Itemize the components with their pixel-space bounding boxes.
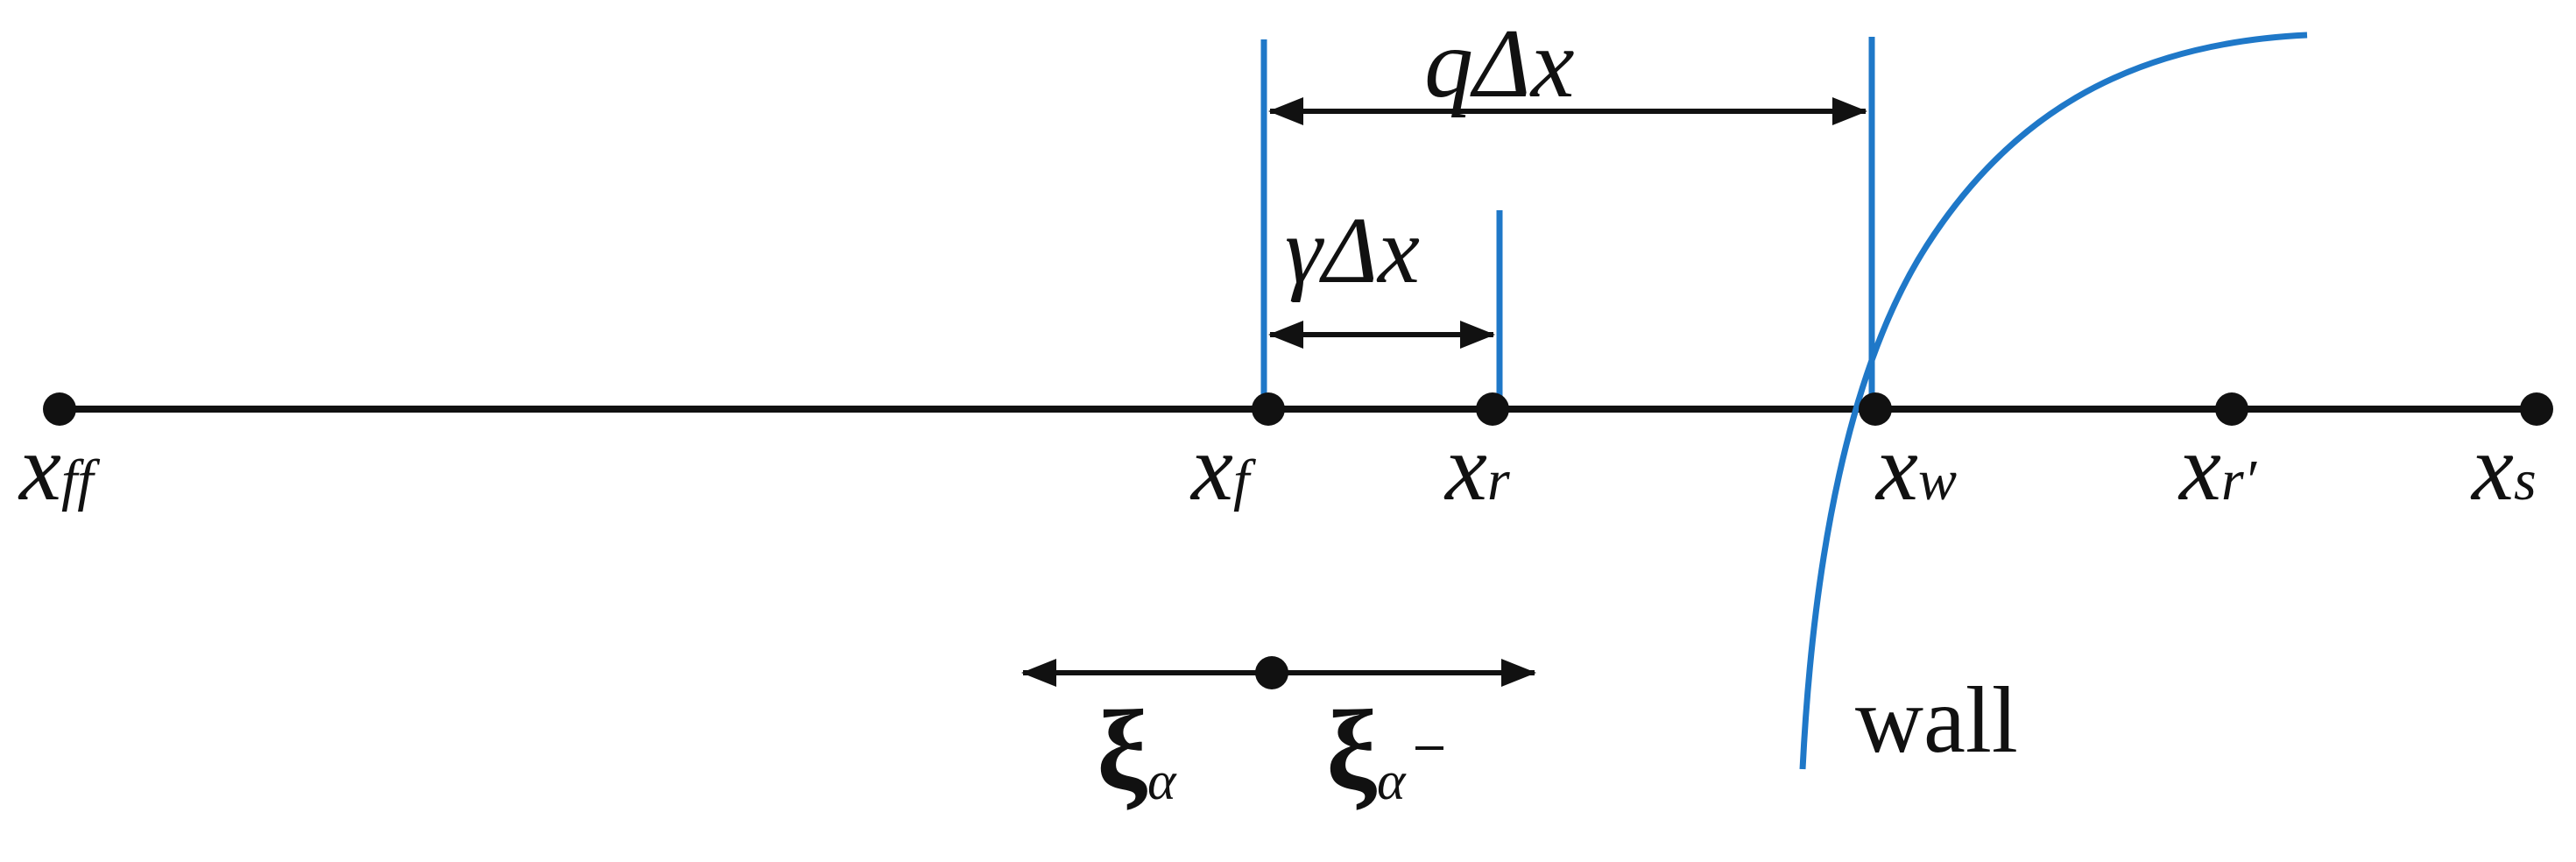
label-xs: xs: [2470, 416, 2537, 520]
label-xr: xr: [1443, 416, 1510, 520]
node-xs: [2520, 392, 2553, 426]
label-xff: xff: [18, 416, 100, 520]
node-xff: [43, 392, 76, 426]
label-xf: xf: [1189, 416, 1256, 520]
label-xw: xw: [1874, 416, 1957, 520]
label-xi-alpha: ξα: [1097, 688, 1177, 814]
node-xr: [1476, 392, 1509, 426]
label-gamma-delta-x: γΔx: [1285, 199, 1420, 303]
label-xi-alpha-bar: ξα: [1326, 688, 1407, 814]
label-q-delta-x: qΔx: [1424, 10, 1574, 118]
label-xrp: xr′: [2177, 416, 2258, 520]
node-xf: [1252, 392, 1285, 426]
node-xi-center: [1255, 656, 1288, 689]
wall-curve: [1799, 32, 2308, 770]
node-xw: [1859, 392, 1892, 426]
node-xrp: [2215, 392, 2248, 426]
label-wall: wall: [1855, 668, 2018, 773]
